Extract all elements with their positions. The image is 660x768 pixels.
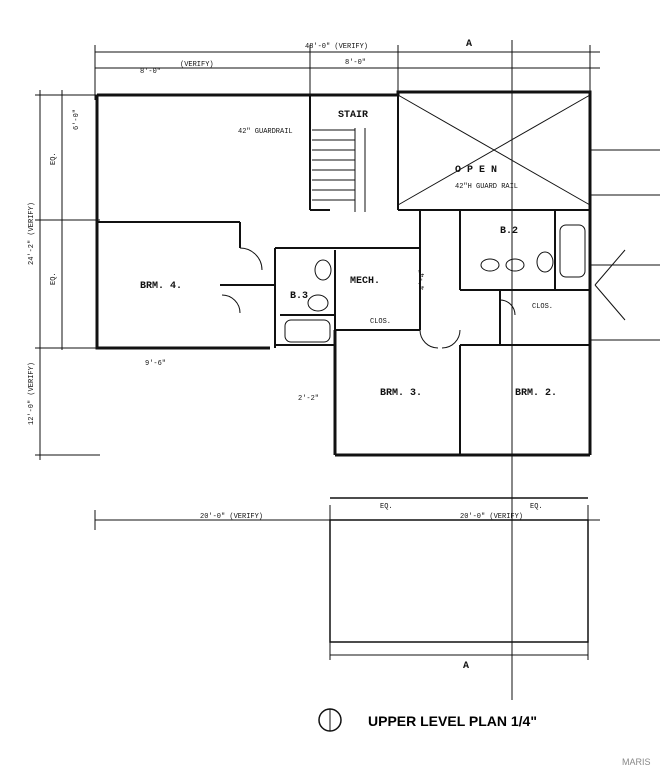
label-open: O P E N [455, 165, 497, 176]
label-clos-1: CLOS. [370, 318, 391, 326]
exterior-walls [95, 90, 592, 457]
dim-bottom-right: 20'-0" (VERIFY) [460, 513, 523, 521]
label-b2: B.2 [500, 226, 518, 237]
label-mech: MECH. [350, 276, 380, 287]
dim-eq-4: EQ. [530, 503, 543, 511]
dim-bottom-left: 20'-0" (VERIFY) [200, 513, 263, 521]
watermark: MARIS [622, 757, 651, 767]
dim-top-stair: 8'-0" [345, 59, 366, 67]
label-brm2: BRM. 2. [515, 388, 557, 399]
section-marker-bottom: A [463, 661, 469, 672]
dim-mid-1: 9'-6" [145, 360, 166, 368]
sink [480, 258, 500, 272]
dim-left-lower: 12'-0" (VERIFY) [28, 362, 36, 425]
label-stair: STAIR [338, 110, 368, 121]
door-swing [239, 247, 263, 271]
open-below-x2 [397, 94, 591, 206]
dim-left-verify: 24'-2" (VERIFY) [28, 202, 36, 265]
dim-top-left: 8'-0" [140, 68, 161, 76]
note-guardrail-2: 42"H GUARD RAIL [455, 183, 518, 191]
label-brm3: BRM. 3. [380, 388, 422, 399]
plan-title: UPPER LEVEL PLAN 1/4" [368, 713, 537, 729]
toilet [307, 294, 329, 312]
dim-eq-1: EQ. [50, 152, 58, 165]
dim-overall-top: 48'-0" (VERIFY) [305, 43, 368, 51]
dim-mid-2: 4'-4" [419, 269, 427, 290]
label-brm4: BRM. 4. [140, 281, 182, 292]
dim-eq-3: EQ. [380, 503, 393, 511]
interior-walls [97, 95, 590, 455]
label-clos-2: CLOS. [532, 303, 553, 311]
roof-lines [590, 149, 660, 341]
tub [284, 319, 331, 343]
section-marker-top: A [466, 39, 472, 50]
dim-top-verify: (VERIFY) [180, 61, 214, 69]
tub-b2 [559, 224, 586, 278]
dim-eq-2: EQ. [50, 272, 58, 285]
dim-mid-3: 2'-2" [298, 395, 319, 403]
label-b3: B.3 [290, 291, 308, 302]
note-guardrail-1: 42" GUARDRAIL [238, 128, 293, 136]
dim-left-wall: 6'-0" [73, 109, 81, 130]
stair-treads [312, 128, 366, 212]
